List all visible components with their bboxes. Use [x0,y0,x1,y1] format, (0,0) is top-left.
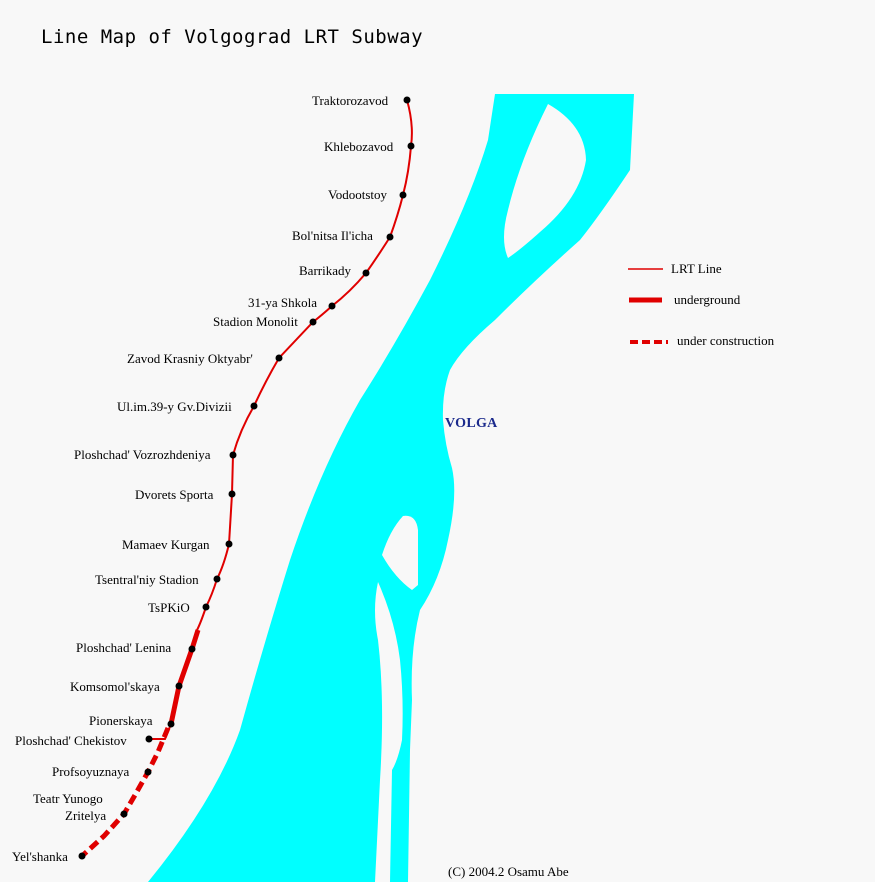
station-dot[interactable] [403,96,411,104]
legend-symbols [628,268,668,344]
river-island-north [504,104,586,258]
station-markers [78,96,415,860]
station-label[interactable]: Bol'nitsa Il'icha [292,228,373,243]
station-label[interactable]: Ploshchad' Chekistov [15,733,127,748]
station-dot[interactable] [120,810,128,818]
station-dot[interactable] [407,142,415,150]
station-label[interactable]: Mamaev Kurgan [122,537,210,552]
station-dot[interactable] [386,233,394,241]
volga-river [148,94,634,882]
station-dot[interactable] [145,735,153,743]
station-dot[interactable] [399,191,407,199]
river-land-strip [375,582,403,882]
station-dot[interactable] [188,645,196,653]
station-label[interactable]: Zritelya [65,808,107,823]
station-label[interactable]: Khlebozavod [324,139,394,154]
station-dot[interactable] [328,302,336,310]
station-label[interactable]: 31-ya Shkola [248,295,317,310]
station-label[interactable]: Yel'shanka [12,849,68,864]
station-label[interactable]: Pionerskaya [89,713,153,728]
station-dot[interactable] [144,768,152,776]
construction-line [80,727,171,858]
river-name: VOLGA [445,416,498,431]
station-label[interactable]: Traktorozavod [312,93,389,108]
station-dot[interactable] [167,720,175,728]
legend-underground-label: underground [674,292,741,307]
station-label[interactable]: Komsomol'skaya [70,679,160,694]
station-dot[interactable] [362,269,370,277]
station-label[interactable]: Barrikady [299,263,351,278]
station-label[interactable]: TsPKiO [148,600,190,615]
river-island-middle [382,515,418,590]
station-dot[interactable] [275,354,283,362]
station-dot[interactable] [202,603,210,611]
station-dot[interactable] [250,402,258,410]
legend-lrt-label: LRT Line [671,261,722,276]
station-label[interactable]: Ul.im.39-y Gv.Divizii [117,399,232,414]
station-label[interactable]: Dvorets Sporta [135,487,214,502]
station-label[interactable]: Teatr Yunogo [33,791,103,806]
station-label[interactable]: Tsentral'niy Stadion [95,572,199,587]
station-label[interactable]: Profsoyuznaya [52,764,130,779]
station-label[interactable]: Stadion Monolit [213,314,298,329]
station-dot[interactable] [229,451,237,459]
underground-line [168,629,201,725]
map-title: Line Map of Volgograd LRT Subway [41,26,424,48]
station-label[interactable]: Zavod Krasniy Oktyabr' [127,351,253,366]
station-label[interactable]: Ploshchad' Lenina [76,640,172,655]
river-water [148,94,634,882]
station-label[interactable]: Ploshchad' Vozrozhdeniya [74,447,211,462]
station-dot[interactable] [228,490,236,498]
station-dot[interactable] [309,318,317,326]
station-dot[interactable] [213,575,221,583]
station-dot[interactable] [78,852,86,860]
legend-construction-label: under construction [677,333,775,348]
station-label[interactable]: Vodootstoy [328,187,387,202]
copyright-credit: (C) 2004.2 Osamu Abe [448,864,569,879]
station-dot[interactable] [225,540,233,548]
station-dot[interactable] [175,682,183,690]
